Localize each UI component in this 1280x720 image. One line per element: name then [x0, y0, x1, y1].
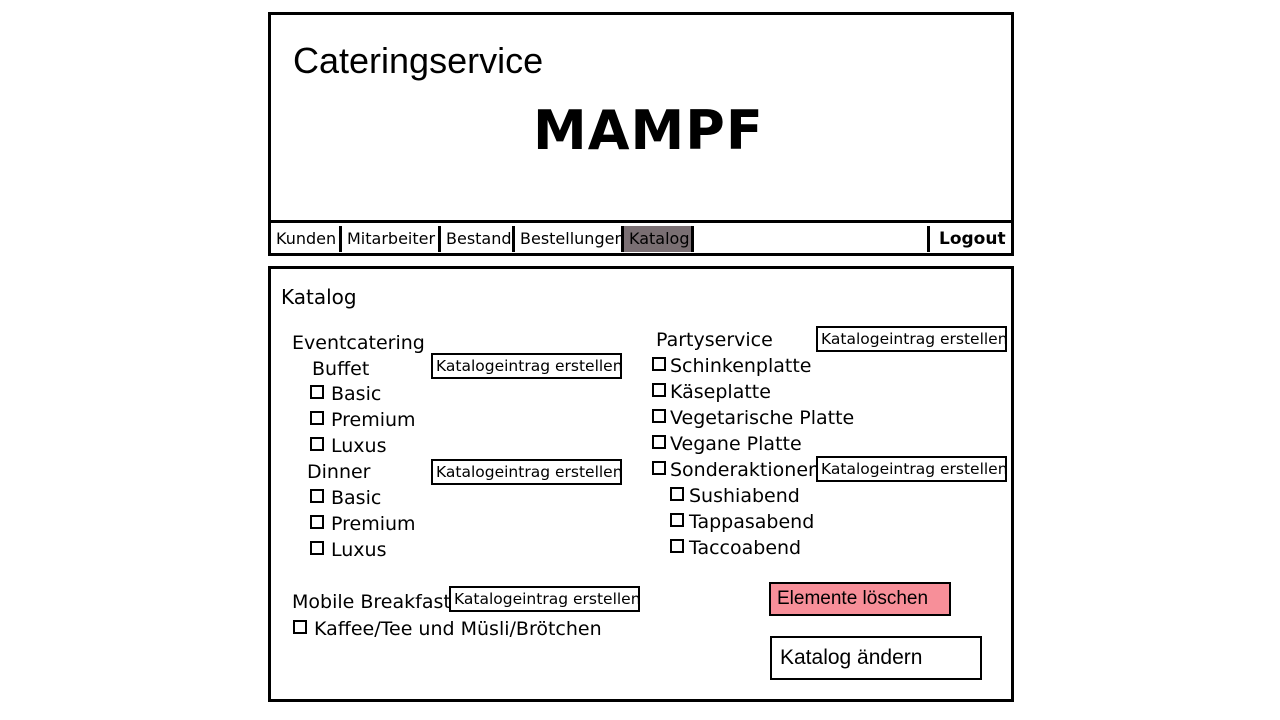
catalog-panel: Katalog Eventcatering Buffet Katalogeint…: [268, 266, 1014, 702]
item-dinner-premium: Premium: [331, 513, 416, 535]
header-panel: Cateringservice MAMPF Kunden Mitarbeiter…: [268, 12, 1014, 256]
item-taccoabend: Taccoabend: [689, 537, 802, 559]
item-vegetarische-platte: Vegetarische Platte: [670, 407, 855, 429]
nav-item-kunden[interactable]: Kunden: [271, 226, 342, 252]
buffet-heading: Buffet: [312, 358, 370, 380]
item-buffet-luxus: Luxus: [331, 435, 387, 457]
create-entry-sonderaktionen-button[interactable]: Katalogeintrag erstellen: [816, 456, 1008, 482]
item-sushiabend: Sushiabend: [689, 485, 800, 507]
item-tappasabend: Tappasabend: [689, 511, 815, 533]
item-dinner-basic: Basic: [331, 487, 382, 509]
brand-logo: MAMPF: [533, 99, 764, 162]
eventcatering-heading: Eventcatering: [292, 332, 425, 354]
item-vegane-platte: Vegane Platte: [670, 433, 802, 455]
checkbox-tappasabend[interactable]: [670, 513, 684, 527]
checkbox-taccoabend[interactable]: [670, 539, 684, 553]
partyservice-heading: Partyservice: [656, 329, 773, 351]
checkbox-sushiabend[interactable]: [670, 487, 684, 501]
checkbox-dinner-premium[interactable]: [310, 515, 324, 529]
item-breakfast-kaffee: Kaffee/Tee und Müsli/Brötchen: [314, 618, 602, 640]
item-buffet-premium: Premium: [331, 409, 416, 431]
checkbox-buffet-basic[interactable]: [310, 385, 324, 399]
nav-item-katalog[interactable]: Katalog: [624, 226, 694, 252]
checkbox-breakfast-kaffee[interactable]: [293, 620, 307, 634]
checkbox-dinner-basic[interactable]: [310, 489, 324, 503]
item-schinkenplatte: Schinkenplatte: [670, 355, 812, 377]
logout-button[interactable]: Logout: [927, 226, 1011, 252]
checkbox-sonderaktionen[interactable]: [652, 461, 666, 475]
item-kaeseplatte: Käseplatte: [670, 381, 771, 403]
checkbox-vegetarische-platte[interactable]: [652, 409, 666, 423]
dinner-heading: Dinner: [307, 461, 371, 483]
create-entry-partyservice-button[interactable]: Katalogeintrag erstellen: [816, 326, 1008, 352]
nav-item-bestellungen[interactable]: Bestellungen: [515, 226, 625, 252]
page-title: Katalog: [281, 285, 357, 309]
mobile-breakfast-heading: Mobile Breakfast: [292, 591, 451, 613]
checkbox-vegane-platte[interactable]: [652, 435, 666, 449]
create-entry-dinner-button[interactable]: Katalogeintrag erstellen: [431, 459, 623, 485]
create-entry-breakfast-button[interactable]: Katalogeintrag erstellen: [449, 586, 641, 612]
create-entry-buffet-button[interactable]: Katalogeintrag erstellen: [431, 353, 623, 379]
checkbox-kaeseplatte[interactable]: [652, 383, 666, 397]
edit-catalog-button[interactable]: Katalog ändern: [770, 636, 982, 680]
checkbox-schinkenplatte[interactable]: [652, 357, 666, 371]
main-nav: Kunden Mitarbeiter Bestand Bestellungen …: [271, 220, 1011, 253]
nav-item-bestand[interactable]: Bestand: [441, 226, 515, 252]
checkbox-dinner-luxus[interactable]: [310, 541, 324, 555]
checkbox-buffet-luxus[interactable]: [310, 437, 324, 451]
delete-elements-button[interactable]: Elemente löschen: [769, 582, 951, 616]
nav-spacer: [694, 226, 927, 252]
nav-item-mitarbeiter[interactable]: Mitarbeiter: [342, 226, 441, 252]
brand-subtitle: Cateringservice: [293, 40, 544, 81]
item-sonderaktionen: Sonderaktionen: [670, 459, 821, 481]
item-buffet-basic: Basic: [331, 383, 382, 405]
checkbox-buffet-premium[interactable]: [310, 411, 324, 425]
item-dinner-luxus: Luxus: [331, 539, 387, 561]
